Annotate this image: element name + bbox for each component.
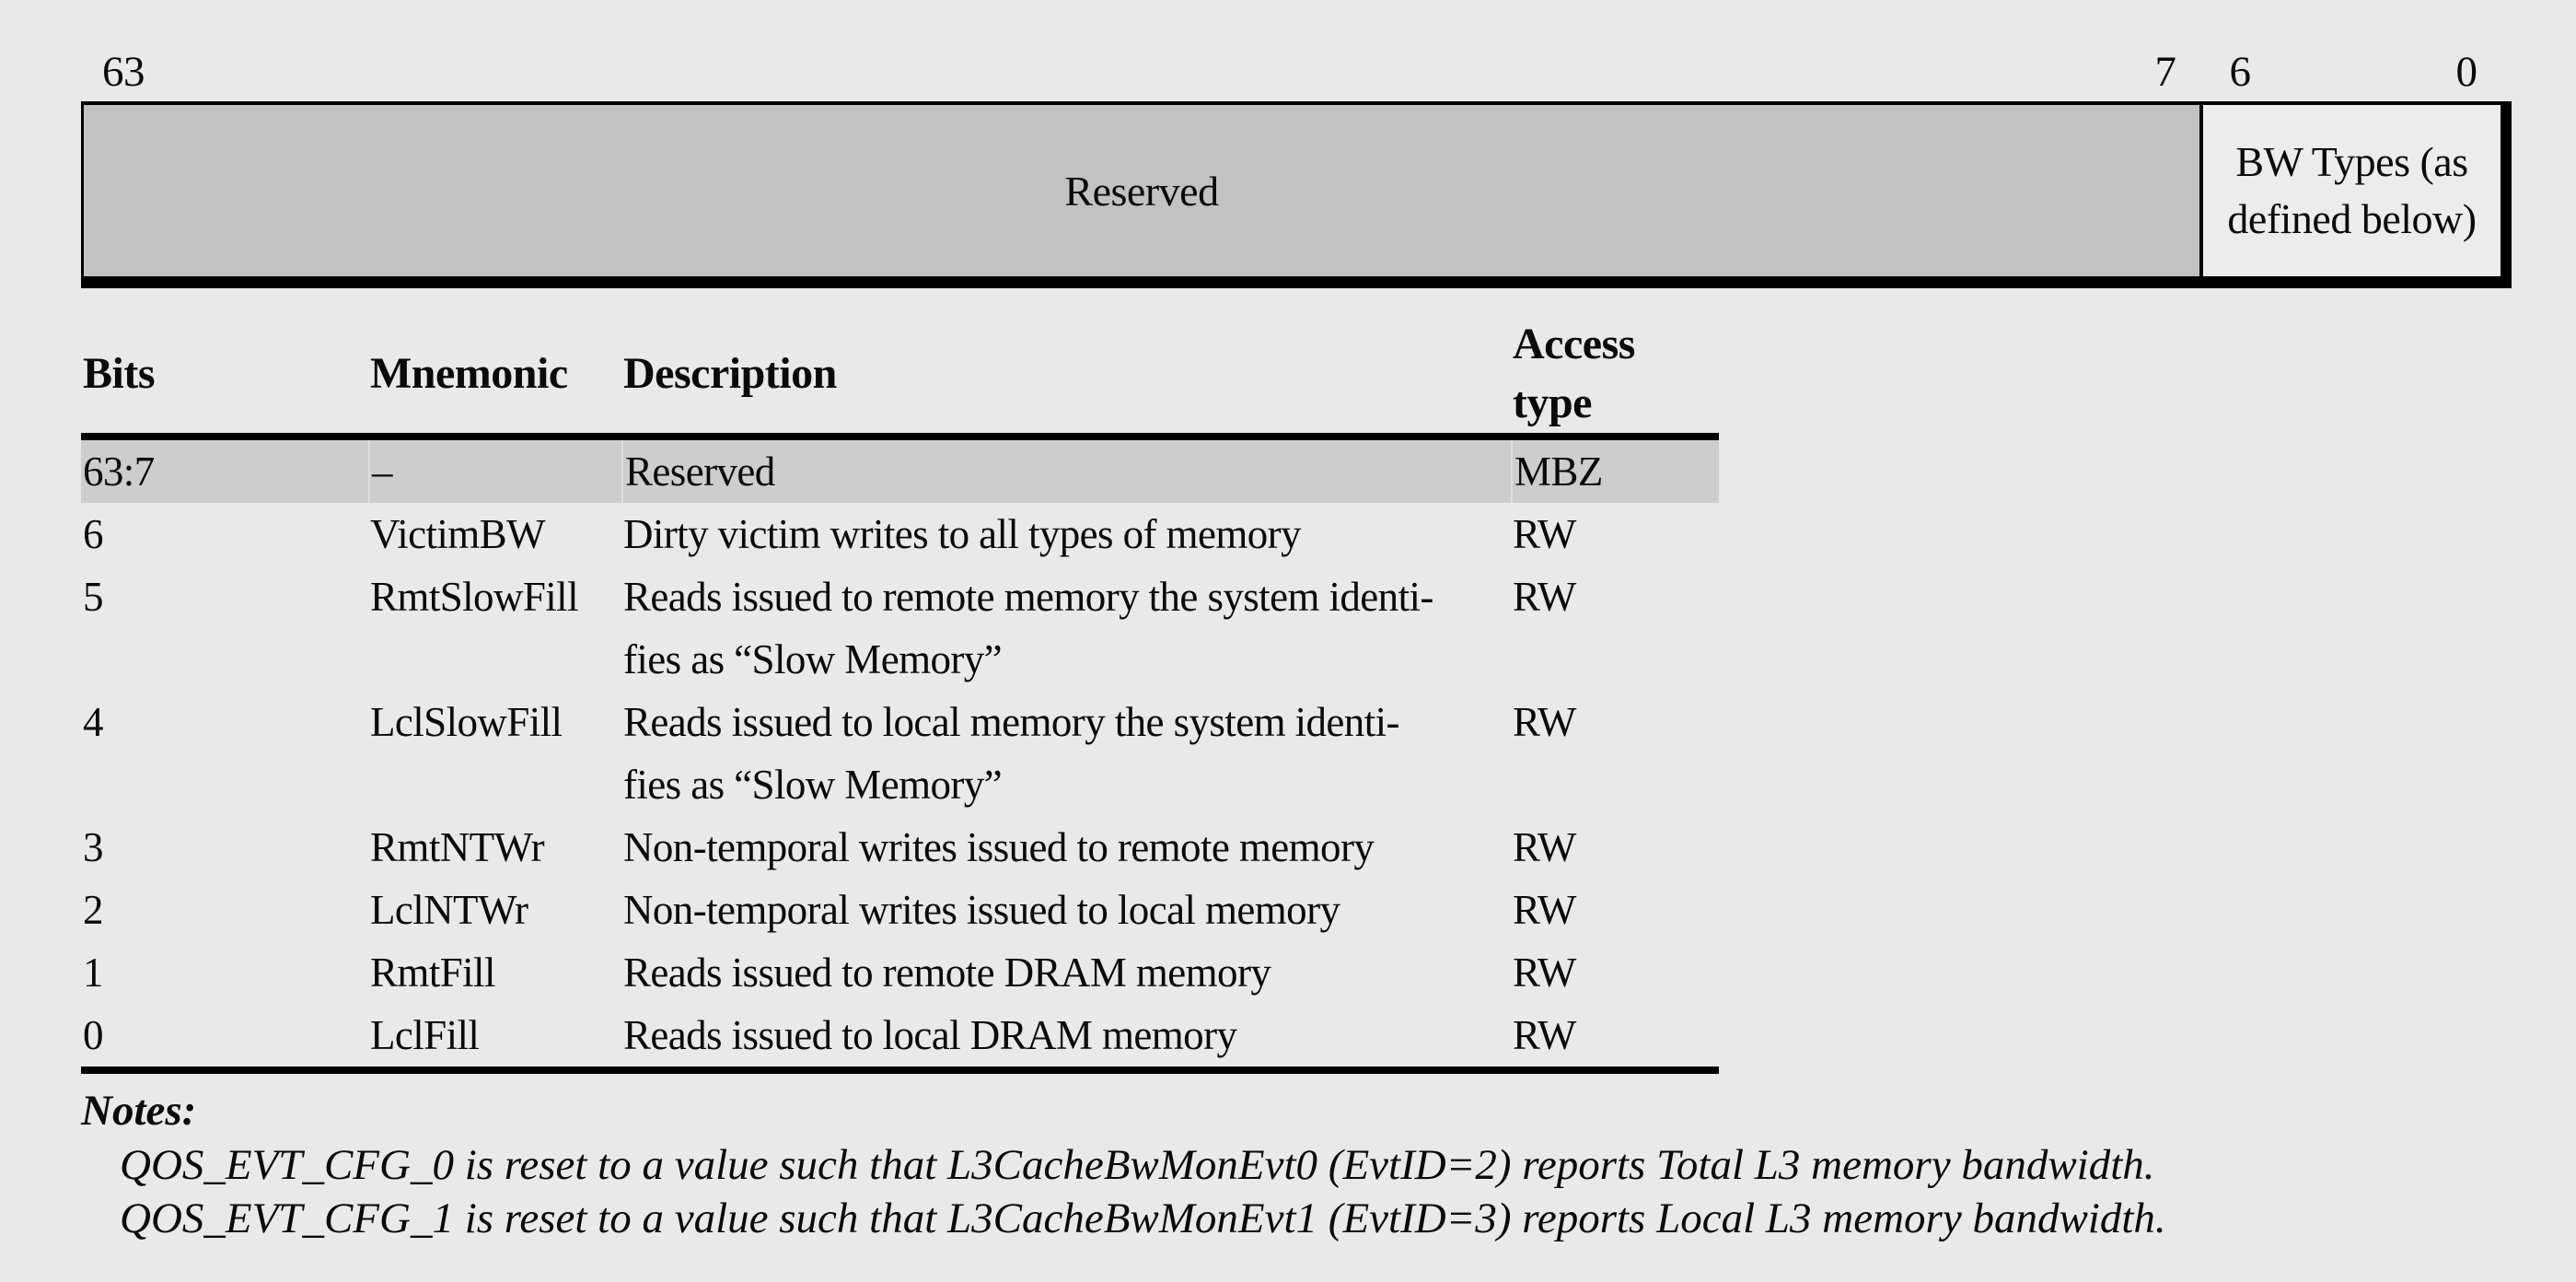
table-row-1: 1 RmtFill Reads issued to remote DRAM me… — [81, 941, 1719, 1004]
table-row-6: 6 VictimBW Dirty victim writes to all ty… — [81, 503, 1719, 565]
cell-mnemonic: – — [368, 440, 621, 503]
note-item: QOS_EVT_CFG_0 is reset to a value such t… — [120, 1141, 2155, 1189]
cell-access: RW — [1513, 824, 1576, 870]
cell-access: RW — [1513, 511, 1576, 557]
table-body: 63:7 – Reserved MBZ 6 VictimBW Dirty vic… — [81, 440, 1719, 1074]
cell-access: RW — [1513, 1012, 1576, 1058]
bit-fields-table: Bits Mnemonic Description Access type 63… — [81, 315, 1719, 1074]
register-field-reserved: Reserved — [84, 105, 2199, 276]
bit-label-63: 63 — [102, 48, 145, 96]
cell-description: Non-temporal writes issued to local memo… — [623, 887, 1340, 933]
table-header-bits: Bits — [83, 349, 156, 398]
cell-bits: 63:7 — [83, 449, 155, 495]
cell-mnemonic: RmtSlowFill — [370, 574, 579, 620]
cell-mnemonic: VictimBW — [370, 511, 546, 557]
cell-description: Reserved — [621, 440, 1511, 503]
cell-mnemonic: LclSlowFill — [370, 699, 563, 745]
cell-access: MBZ — [1511, 440, 1719, 503]
cell-mnemonic: LclFill — [370, 1012, 480, 1058]
cell-description: Reads issued to local DRAM memory — [623, 1012, 1237, 1058]
table-row-63-7: 63:7 – Reserved MBZ — [81, 440, 1719, 503]
table-row-2: 2 LclNTWr Non-temporal writes issued to … — [81, 879, 1719, 941]
cell-access: RW — [1513, 950, 1576, 996]
cell-access: RW — [1513, 699, 1576, 745]
table-row-3: 3 RmtNTWr Non-temporal writes issued to … — [81, 816, 1719, 879]
cell-access: RW — [1513, 574, 1576, 620]
table-row-4: 4 LclSlowFill Reads issued to local memo… — [81, 691, 1719, 816]
note-item: QOS_EVT_CFG_1 is reset to a value such t… — [120, 1195, 2166, 1242]
cell-bits: 1 — [83, 950, 104, 996]
table-header-mnemonic: Mnemonic — [370, 349, 568, 398]
table-header-access-type: Access type — [1513, 320, 1635, 427]
cell-bits: 4 — [83, 699, 104, 745]
cell-description: Dirty victim writes to all types of memo… — [623, 511, 1302, 557]
cell-bits: 3 — [83, 824, 104, 870]
cell-mnemonic: RmtNTWr — [370, 824, 545, 870]
register-field-reserved-label: Reserved — [1064, 167, 1219, 215]
notes-title: Notes: — [81, 1087, 197, 1135]
register-diagram: Reserved BW Types (as defined below) — [81, 101, 2512, 288]
bit-label-7: 7 — [2154, 48, 2177, 96]
cell-access: RW — [1513, 887, 1576, 933]
cell-bits: 2 — [83, 887, 104, 933]
cell-bits: 5 — [83, 574, 104, 620]
cell-mnemonic: LclNTWr — [370, 887, 528, 933]
bit-position-labels: 63 7 6 0 — [0, 48, 2576, 103]
table-header-description: Description — [623, 349, 837, 398]
bit-label-0: 0 — [2455, 48, 2478, 96]
bit-label-6: 6 — [2229, 48, 2252, 96]
cell-bits: 6 — [83, 511, 104, 557]
table-row-0: 0 LclFill Reads issued to local DRAM mem… — [81, 1004, 1719, 1066]
cell-description: Reads issued to local memory the system … — [623, 699, 1399, 808]
table-header-row: Bits Mnemonic Description Access type — [81, 315, 1719, 440]
table-row-5: 5 RmtSlowFill Reads issued to remote mem… — [81, 565, 1719, 691]
cell-description: Reads issued to remote memory the system… — [623, 574, 1433, 682]
cell-mnemonic: RmtFill — [370, 950, 495, 996]
cell-description: Reads issued to remote DRAM memory — [623, 950, 1271, 996]
cell-description: Non-temporal writes issued to remote mem… — [623, 824, 1375, 870]
register-field-bw-types: BW Types (as defined below) — [2199, 105, 2501, 276]
cell-bits: 0 — [83, 1012, 104, 1058]
notes-section: Notes: QOS_EVT_CFG_0 is reset to a value… — [81, 1083, 2166, 1245]
